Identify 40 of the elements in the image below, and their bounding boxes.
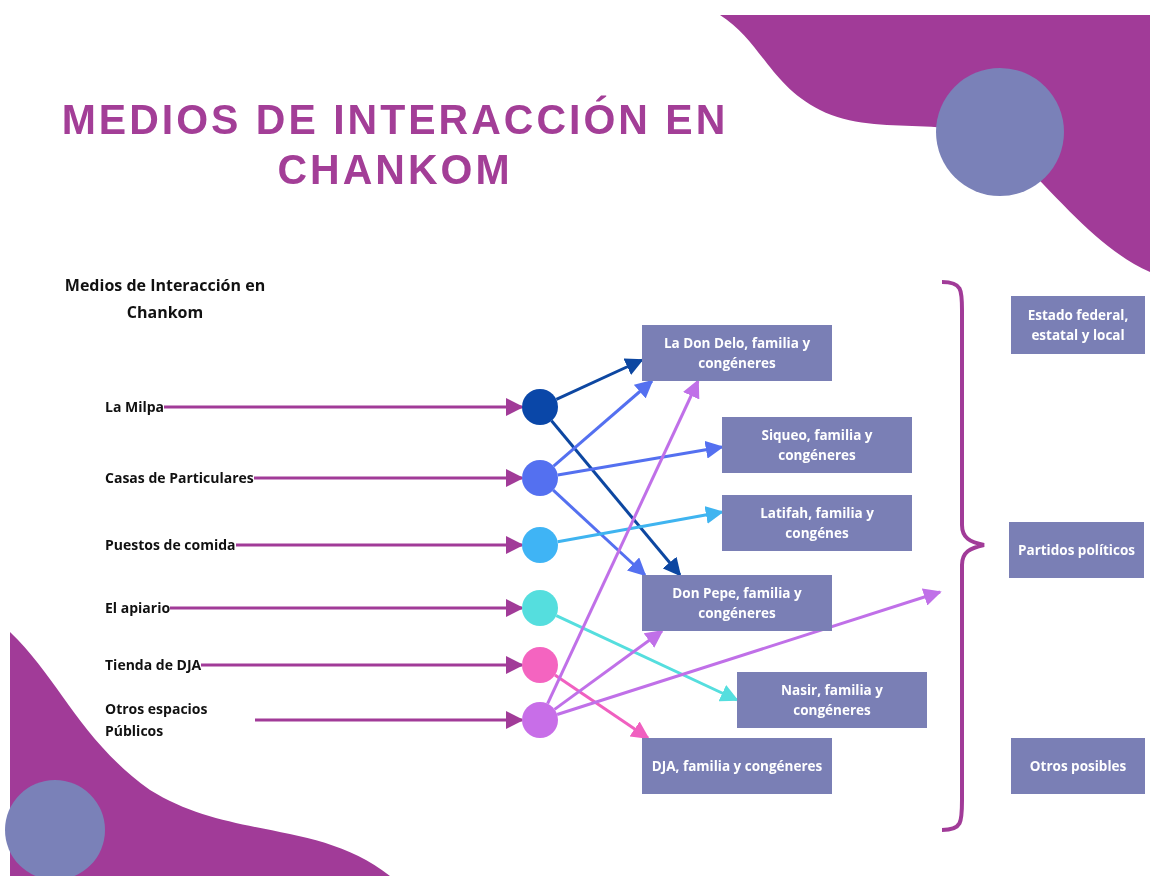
arrow [554, 673, 650, 740]
arrow [254, 469, 524, 487]
place-label: Puestos de comida [105, 534, 236, 556]
text-box: Nasir, familia y congéneres [737, 672, 927, 728]
arrow [556, 588, 942, 716]
node-circle [522, 590, 558, 626]
arrow [164, 398, 524, 416]
arrow [236, 536, 524, 554]
text-box: Partidos políticos [1009, 522, 1144, 578]
place-label: Tienda de DJA [105, 654, 202, 676]
text-box: Estado federal, estatal y local [1011, 296, 1145, 354]
node-circle [522, 527, 558, 563]
arrow [201, 656, 524, 674]
arrow [555, 614, 739, 702]
place-label: El apiario [105, 597, 171, 619]
arrow [557, 506, 724, 544]
arrow [255, 711, 524, 729]
place-label: Casas de Particulares [105, 467, 254, 489]
arrow [557, 440, 724, 477]
text-box: La Don Delo, familia y congéneres [642, 325, 832, 381]
arrow [546, 379, 700, 705]
text-box: Latifah, familia y congénes [722, 495, 912, 551]
title: MEDIOS DE INTERACCIÓN EN CHANKOM [60, 93, 730, 195]
arrow [552, 489, 647, 577]
arrow [552, 379, 654, 468]
node-circle [522, 460, 558, 496]
text-box: DJA, familia y congéneres [642, 738, 832, 794]
node-circle [522, 389, 558, 425]
place-label: Otros espacios Públicos [105, 698, 255, 742]
place-label: La Milpa [105, 396, 165, 418]
node-circle [522, 647, 558, 683]
arrow [170, 599, 524, 617]
arrow [550, 419, 682, 577]
section-heading: Medios de Interacción en Chankom [63, 273, 267, 325]
arrow [555, 358, 644, 401]
text-box: Siqueo, familia y congéneres [722, 417, 912, 473]
node-circle [522, 702, 558, 738]
text-box: Otros posibles [1011, 738, 1145, 794]
arrow [553, 629, 664, 711]
text-box: Don Pepe, familia y congéneres [642, 575, 832, 631]
